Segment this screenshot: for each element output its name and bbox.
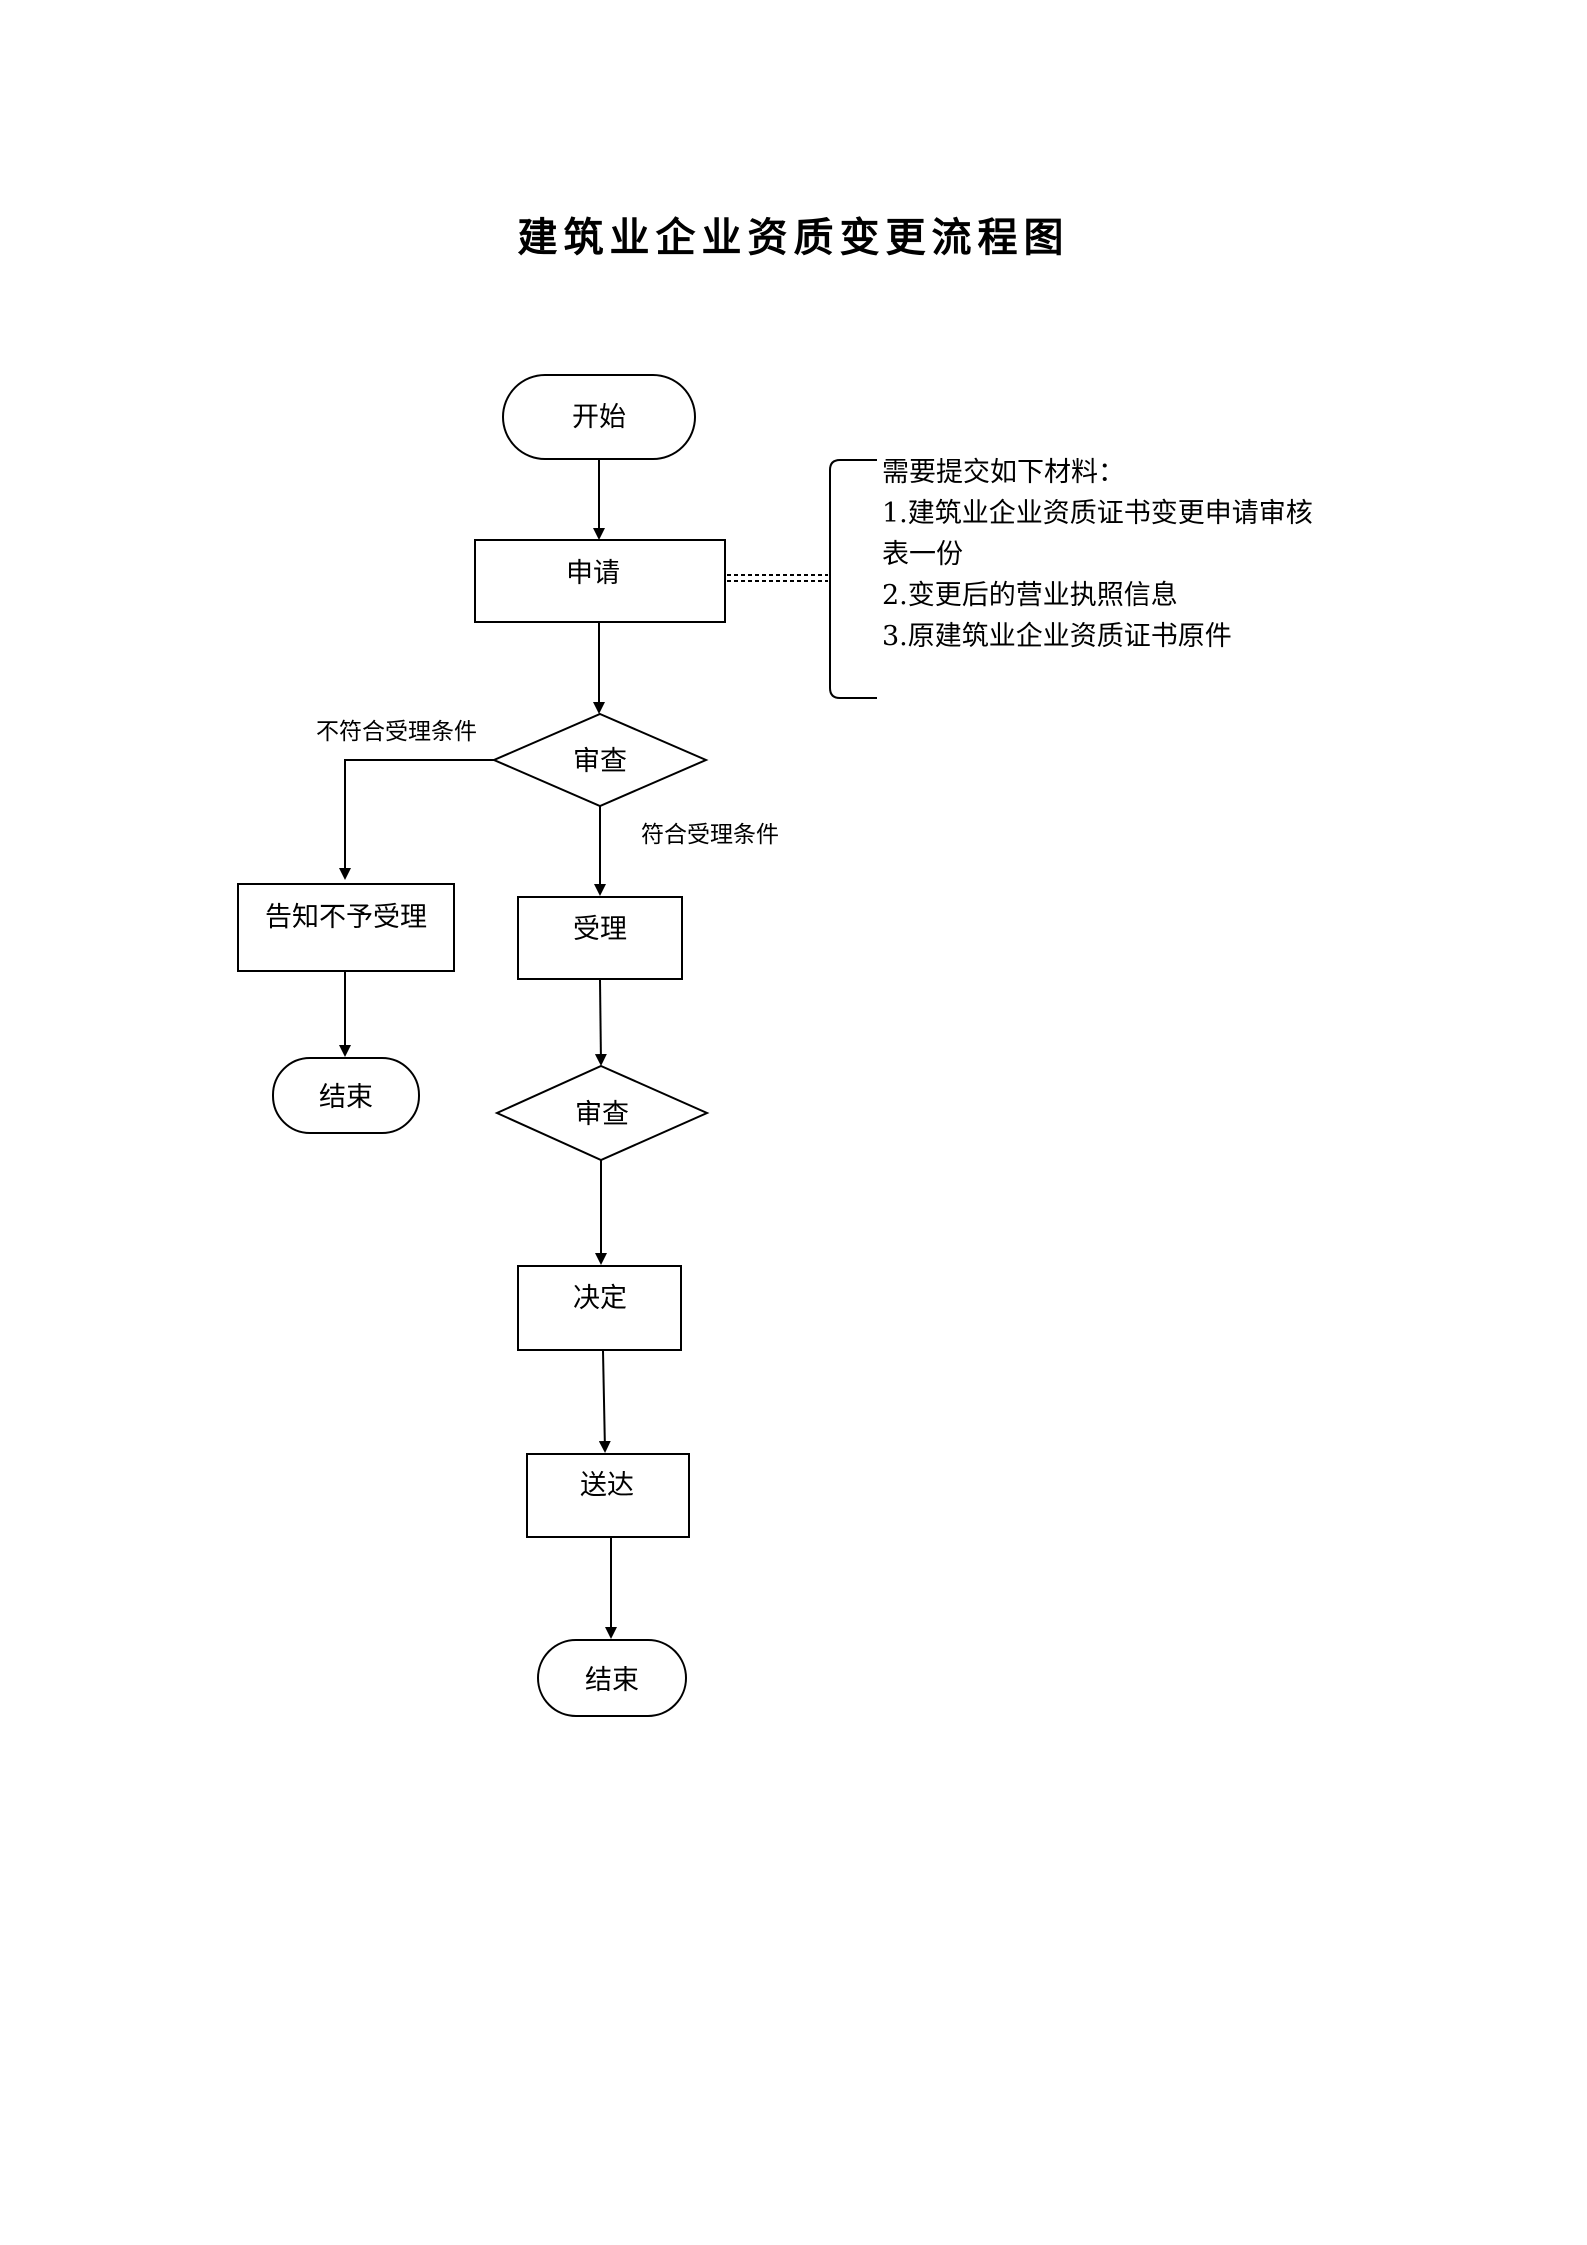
accept-node: 受理 xyxy=(517,896,683,980)
accept-label: 受理 xyxy=(573,914,627,945)
review-label: 审查 xyxy=(575,1099,629,1130)
materials-bracket xyxy=(829,459,877,699)
end-reject-node: 结束 xyxy=(272,1057,420,1134)
end-node: 结束 xyxy=(537,1639,687,1717)
not-meet-label: 不符合受理条件 xyxy=(316,719,477,745)
decision-node: 决定 xyxy=(517,1265,682,1351)
materials-heading: 需要提交如下材料： xyxy=(882,457,1125,488)
materials-line: 3.原建筑业企业资质证书原件 xyxy=(882,621,1232,652)
review-node: 审查 xyxy=(494,1064,710,1162)
delivery-label: 送达 xyxy=(580,1470,634,1501)
decision-label: 决定 xyxy=(573,1283,627,1314)
arrow-accept-to-review xyxy=(594,979,607,1066)
materials-note: 需要提交如下材料： 1.建筑业企业资质证书变更申请审核 表一份 2.变更后的营业… xyxy=(882,457,1313,652)
review-label: 审查 xyxy=(573,746,627,777)
materials-line: 1.建筑业企业资质证书变更申请审核 xyxy=(882,498,1313,529)
arrow-review-to-reject xyxy=(339,759,494,880)
apply-node: 申请 xyxy=(474,539,726,623)
materials-connector xyxy=(727,574,828,582)
apply-label: 申请 xyxy=(566,558,620,589)
reject-notice-label: 告知不予受理 xyxy=(265,902,427,933)
end-label: 结束 xyxy=(585,1665,639,1696)
reject-notice-node: 告知不予受理 xyxy=(237,883,455,972)
materials-line: 2.变更后的营业执照信息 xyxy=(882,580,1178,611)
start-node: 开始 xyxy=(502,374,696,460)
arrow-decision-to-delivery xyxy=(598,1350,611,1453)
end-reject-label: 结束 xyxy=(319,1082,373,1113)
materials-line: 表一份 xyxy=(882,539,963,570)
delivery-node: 送达 xyxy=(526,1453,690,1538)
page-title: 建筑业企业资质变更流程图 xyxy=(517,214,1070,261)
review-node: 审查 xyxy=(491,712,709,808)
start-label: 开始 xyxy=(572,402,626,433)
meet-label: 符合受理条件 xyxy=(641,822,779,848)
